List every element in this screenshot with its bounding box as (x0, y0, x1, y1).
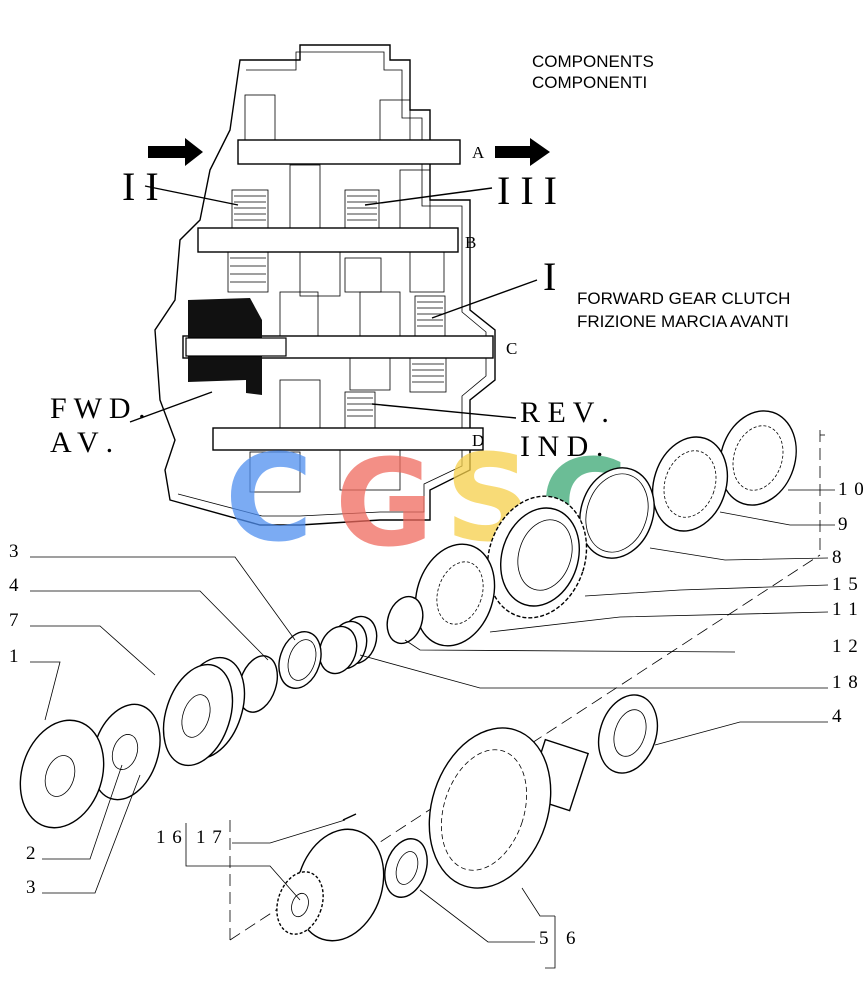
callout-3a: 3 (9, 541, 20, 562)
watermark-letter-2: G (335, 435, 434, 574)
callout-11: 1 1 (832, 599, 859, 620)
marker-roman-iii: I I I (497, 168, 557, 213)
part-18-spring (318, 615, 378, 675)
part-15-gear (486, 495, 588, 619)
callout-5: 5 (539, 928, 550, 949)
shaft-label-d: D (472, 431, 484, 450)
marker-ind: I N D . (520, 430, 603, 463)
callout-9: 9 (838, 514, 849, 535)
part-8-ring (579, 467, 655, 559)
input-arrow-icon (148, 138, 203, 166)
shaft-label-c: C (506, 339, 517, 358)
output-arrow-icon (495, 138, 550, 166)
marker-fwd: F W D . (50, 392, 146, 425)
callout-7: 7 (9, 610, 20, 631)
callout-4b: 4 (832, 706, 843, 727)
callout-6: 6 (566, 928, 577, 949)
callout-17: 1 7 (196, 827, 223, 848)
marker-av: A V . (50, 426, 113, 459)
part-1-clutch-housing (19, 719, 105, 829)
callout-1: 1 (9, 646, 20, 667)
callout-16: 1 6 (156, 827, 183, 848)
part-9-steel-disc (651, 436, 729, 532)
heading-line-1: COMPONENTS (532, 52, 654, 71)
watermark-letter-1: C (225, 430, 313, 569)
shaft-b (197, 227, 459, 253)
part-17-pin (342, 813, 357, 821)
shaft-label-a: A (472, 143, 485, 162)
part-11-pressure-plate (414, 543, 496, 647)
part-16-pinion (276, 828, 385, 942)
marker-roman-ii: I I (122, 164, 159, 209)
callout-3b: 3 (26, 877, 37, 898)
clutch-caption-line-2: FRIZIONE MARCIA AVANTI (577, 312, 789, 331)
part-5-bearing (384, 838, 428, 898)
part-3-seal-upper (278, 631, 322, 689)
callout-12: 1 2 (832, 636, 859, 657)
transmission-section-drawing (148, 44, 550, 526)
callout-10: 1 0 (838, 479, 865, 500)
heading-line-2: COMPONENTI (532, 73, 647, 92)
part-6-ring-gear (428, 727, 590, 889)
marker-roman-i: I (543, 254, 556, 299)
part-4-bearing-lower (597, 694, 659, 774)
callout-8: 8 (832, 547, 843, 568)
part-10-friction-disc (719, 410, 797, 506)
callout-4a: 4 (9, 575, 20, 596)
clutch-caption-line-1: FORWARD GEAR CLUTCH (577, 289, 790, 308)
shaft-label-b: B (465, 233, 476, 252)
callout-15: 1 5 (832, 574, 859, 595)
callout-18: 1 8 (832, 672, 859, 693)
part-12-snap-ring (386, 595, 424, 645)
callout-2: 2 (26, 843, 37, 864)
shaft-a (237, 139, 461, 165)
part-7-piston (162, 656, 246, 767)
marker-rev: R E V . (520, 396, 609, 429)
